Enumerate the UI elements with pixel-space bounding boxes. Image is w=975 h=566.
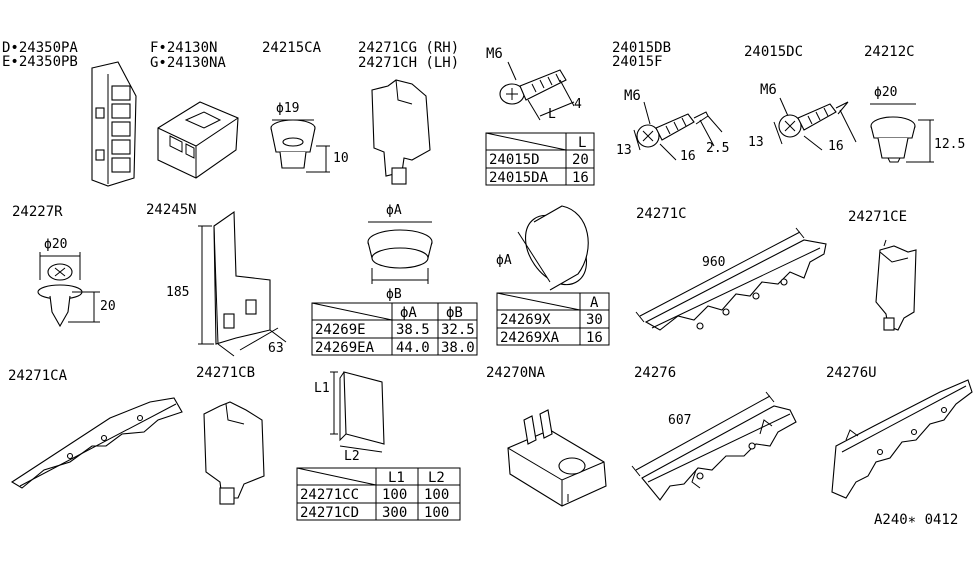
label-24271ca: 24271CA [8,368,68,384]
grommet-24215ca [270,119,330,173]
label-24271cg: 24271CG (RH) [358,40,459,56]
clip-24271cg [371,79,431,185]
bracket-24271ce [875,239,917,331]
table-24269x: A 24269X 30 24269XA 16 [496,292,610,346]
protector-24276u [831,379,973,499]
table-24271cc-r1c1: 24271CC [300,487,359,503]
table-24015: L 24015D 20 24015DA 16 [485,132,595,186]
label-24130n: F•24130N [150,40,217,56]
table-24015-r2c2: 16 [572,170,589,186]
table-24015-r1c1: 24015D [489,152,540,168]
dim-16-a: 16 [680,149,696,164]
label-24130na: G•24130NA [150,55,226,71]
table-24269e-r1c2: 38.5 [396,322,430,338]
push-rivet-24227r [37,252,100,328]
label-24271c: 24271C [636,206,687,222]
dim-phi20-b: ϕ20 [44,237,67,252]
table-24271cc-r2c2: 300 [382,505,407,521]
dim-185: 185 [166,285,189,300]
dim-63: 63 [268,341,284,356]
tape-24271cc [330,371,385,453]
connector-24130n [157,101,239,179]
label-24271cb: 24271CB [196,365,255,381]
dim-phiA-a: ϕA [386,203,402,218]
table-24269e-r2c2: 44.0 [396,340,430,356]
protector-24271c [635,227,827,331]
dim-phi19: ϕ19 [276,101,299,116]
dim-L2: L2 [344,449,360,464]
label-24276u: 24276U [826,365,877,381]
label-24271ce: 24271CE [848,209,907,225]
table-24269e-r2c1: 24269EA [315,340,375,356]
screw-24015db [633,101,723,161]
clip-24212c [870,103,934,163]
label-24227r: 24227R [12,204,63,220]
label-24015dc: 24015DC [744,44,803,60]
table-24015-r2c1: 24015DA [489,170,549,186]
label-24015db: 24015DB [612,40,671,56]
table-24269e-header-phiB: ϕB [446,305,463,321]
label-24270na: 24270NA [486,365,546,381]
label-24015f: 24015F [612,54,663,70]
dim-L: L [548,107,556,122]
bracket-24245n [198,210,287,357]
table-24271cc-header-L2: L2 [428,470,445,486]
grommet-24269e [367,221,433,284]
label-24276: 24276 [634,365,676,381]
label-24245n: 24245N [146,202,197,218]
table-24271cc-header-L1: L1 [388,470,405,486]
protector-24276 [631,391,797,501]
connector-holder-24350pa [91,61,137,187]
screw-24015dc [773,97,857,151]
label-24215ca: 24215CA [262,40,322,56]
table-24269x-r1c1: 24269X [500,312,551,328]
table-24271cc-r1c3: 100 [424,487,449,503]
table-24269x-header-A: A [590,295,599,311]
label-m6-c: M6 [760,82,777,98]
dim-2-5: 2.5 [706,141,729,156]
dim-phiA-b: ϕA [496,253,512,268]
table-24269x-r2c2: 16 [586,330,603,346]
clip-24271cb [203,401,265,505]
dim-phi20-a: ϕ20 [874,85,897,100]
label-24212c: 24212C [864,44,915,60]
bolt-24015d [499,61,575,121]
dim-phiB: ϕB [386,287,402,302]
label-24350pb: E•24350PB [2,54,78,70]
table-24271cc: L1 L2 24271CC 100 100 24271CD 300 100 [296,467,461,521]
table-24269e: ϕA ϕB 24269E 38.5 32.5 24269EA 44.0 38.0 [311,302,478,356]
dim-13-a: 13 [616,143,632,158]
dim-960: 960 [702,255,725,270]
table-24015-r1c2: 20 [572,152,589,168]
dim-13-b: 13 [748,135,764,150]
table-24271cc-r2c3: 100 [424,505,449,521]
dim-607: 607 [668,413,691,428]
table-24269x-r1c2: 30 [586,312,603,328]
dim-16-b: 16 [828,139,844,154]
table-24269x-r2c1: 24269XA [500,330,560,346]
protector-24271ca [10,397,183,489]
dim-20: 20 [100,299,116,314]
clamp-24270na [507,409,607,507]
table-24269e-r2c3: 38.0 [441,340,475,356]
table-24269e-r1c3: 32.5 [441,322,475,338]
table-24269e-r1c1: 24269E [315,322,366,338]
diagram-code: A240∗ 0412 [874,512,958,528]
label-24271ch: 24271CH (LH) [358,55,459,71]
dim-4: 4 [574,97,582,112]
table-24271cc-r1c2: 100 [382,487,407,503]
table-24271cc-r2c1: 24271CD [300,505,359,521]
dim-10: 10 [333,151,349,166]
table-24015-header-L: L [578,135,586,151]
label-m6-a: M6 [486,46,503,62]
label-24350pa: D•24350PA [2,40,78,56]
dim-12-5: 12.5 [934,137,965,152]
plug-24269x [517,205,589,291]
table-24269e-header-phiA: ϕA [400,305,417,321]
dim-L1: L1 [314,381,330,396]
label-m6-b: M6 [624,88,641,104]
